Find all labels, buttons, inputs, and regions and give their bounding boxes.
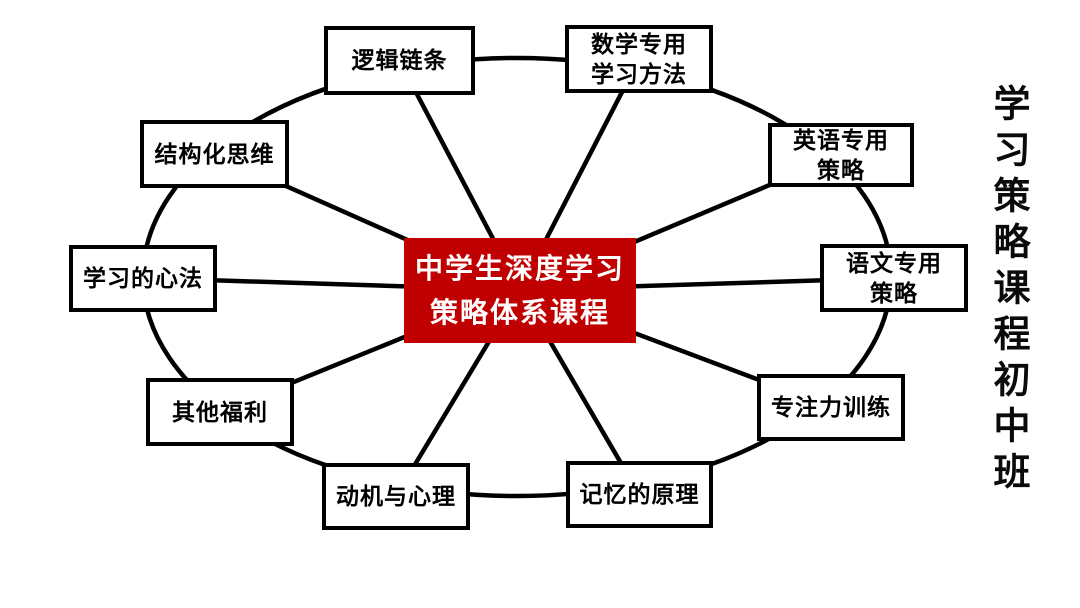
node-math-learning-methods: 数学专用 学习方法 (565, 25, 713, 93)
side-title-vertical: 学习策略课程初中班 (987, 84, 1031, 498)
node-memory-principles: 记忆的原理 (566, 461, 713, 528)
node-structured-thinking: 结构化思维 (140, 120, 289, 188)
node-motivation-psychology: 动机与心理 (322, 463, 470, 530)
center-topic-box: 中学生深度学习 策略体系课程 (404, 238, 636, 343)
node-chinese-strategy: 语文专用 策略 (820, 244, 968, 312)
node-focus-training: 专注力训练 (757, 374, 905, 441)
node-english-strategy: 英语专用 策略 (768, 123, 914, 187)
node-learning-mindset: 学习的心法 (69, 245, 217, 312)
node-logic-chain: 逻辑链条 (324, 26, 475, 95)
node-other-benefits: 其他福利 (146, 378, 294, 446)
